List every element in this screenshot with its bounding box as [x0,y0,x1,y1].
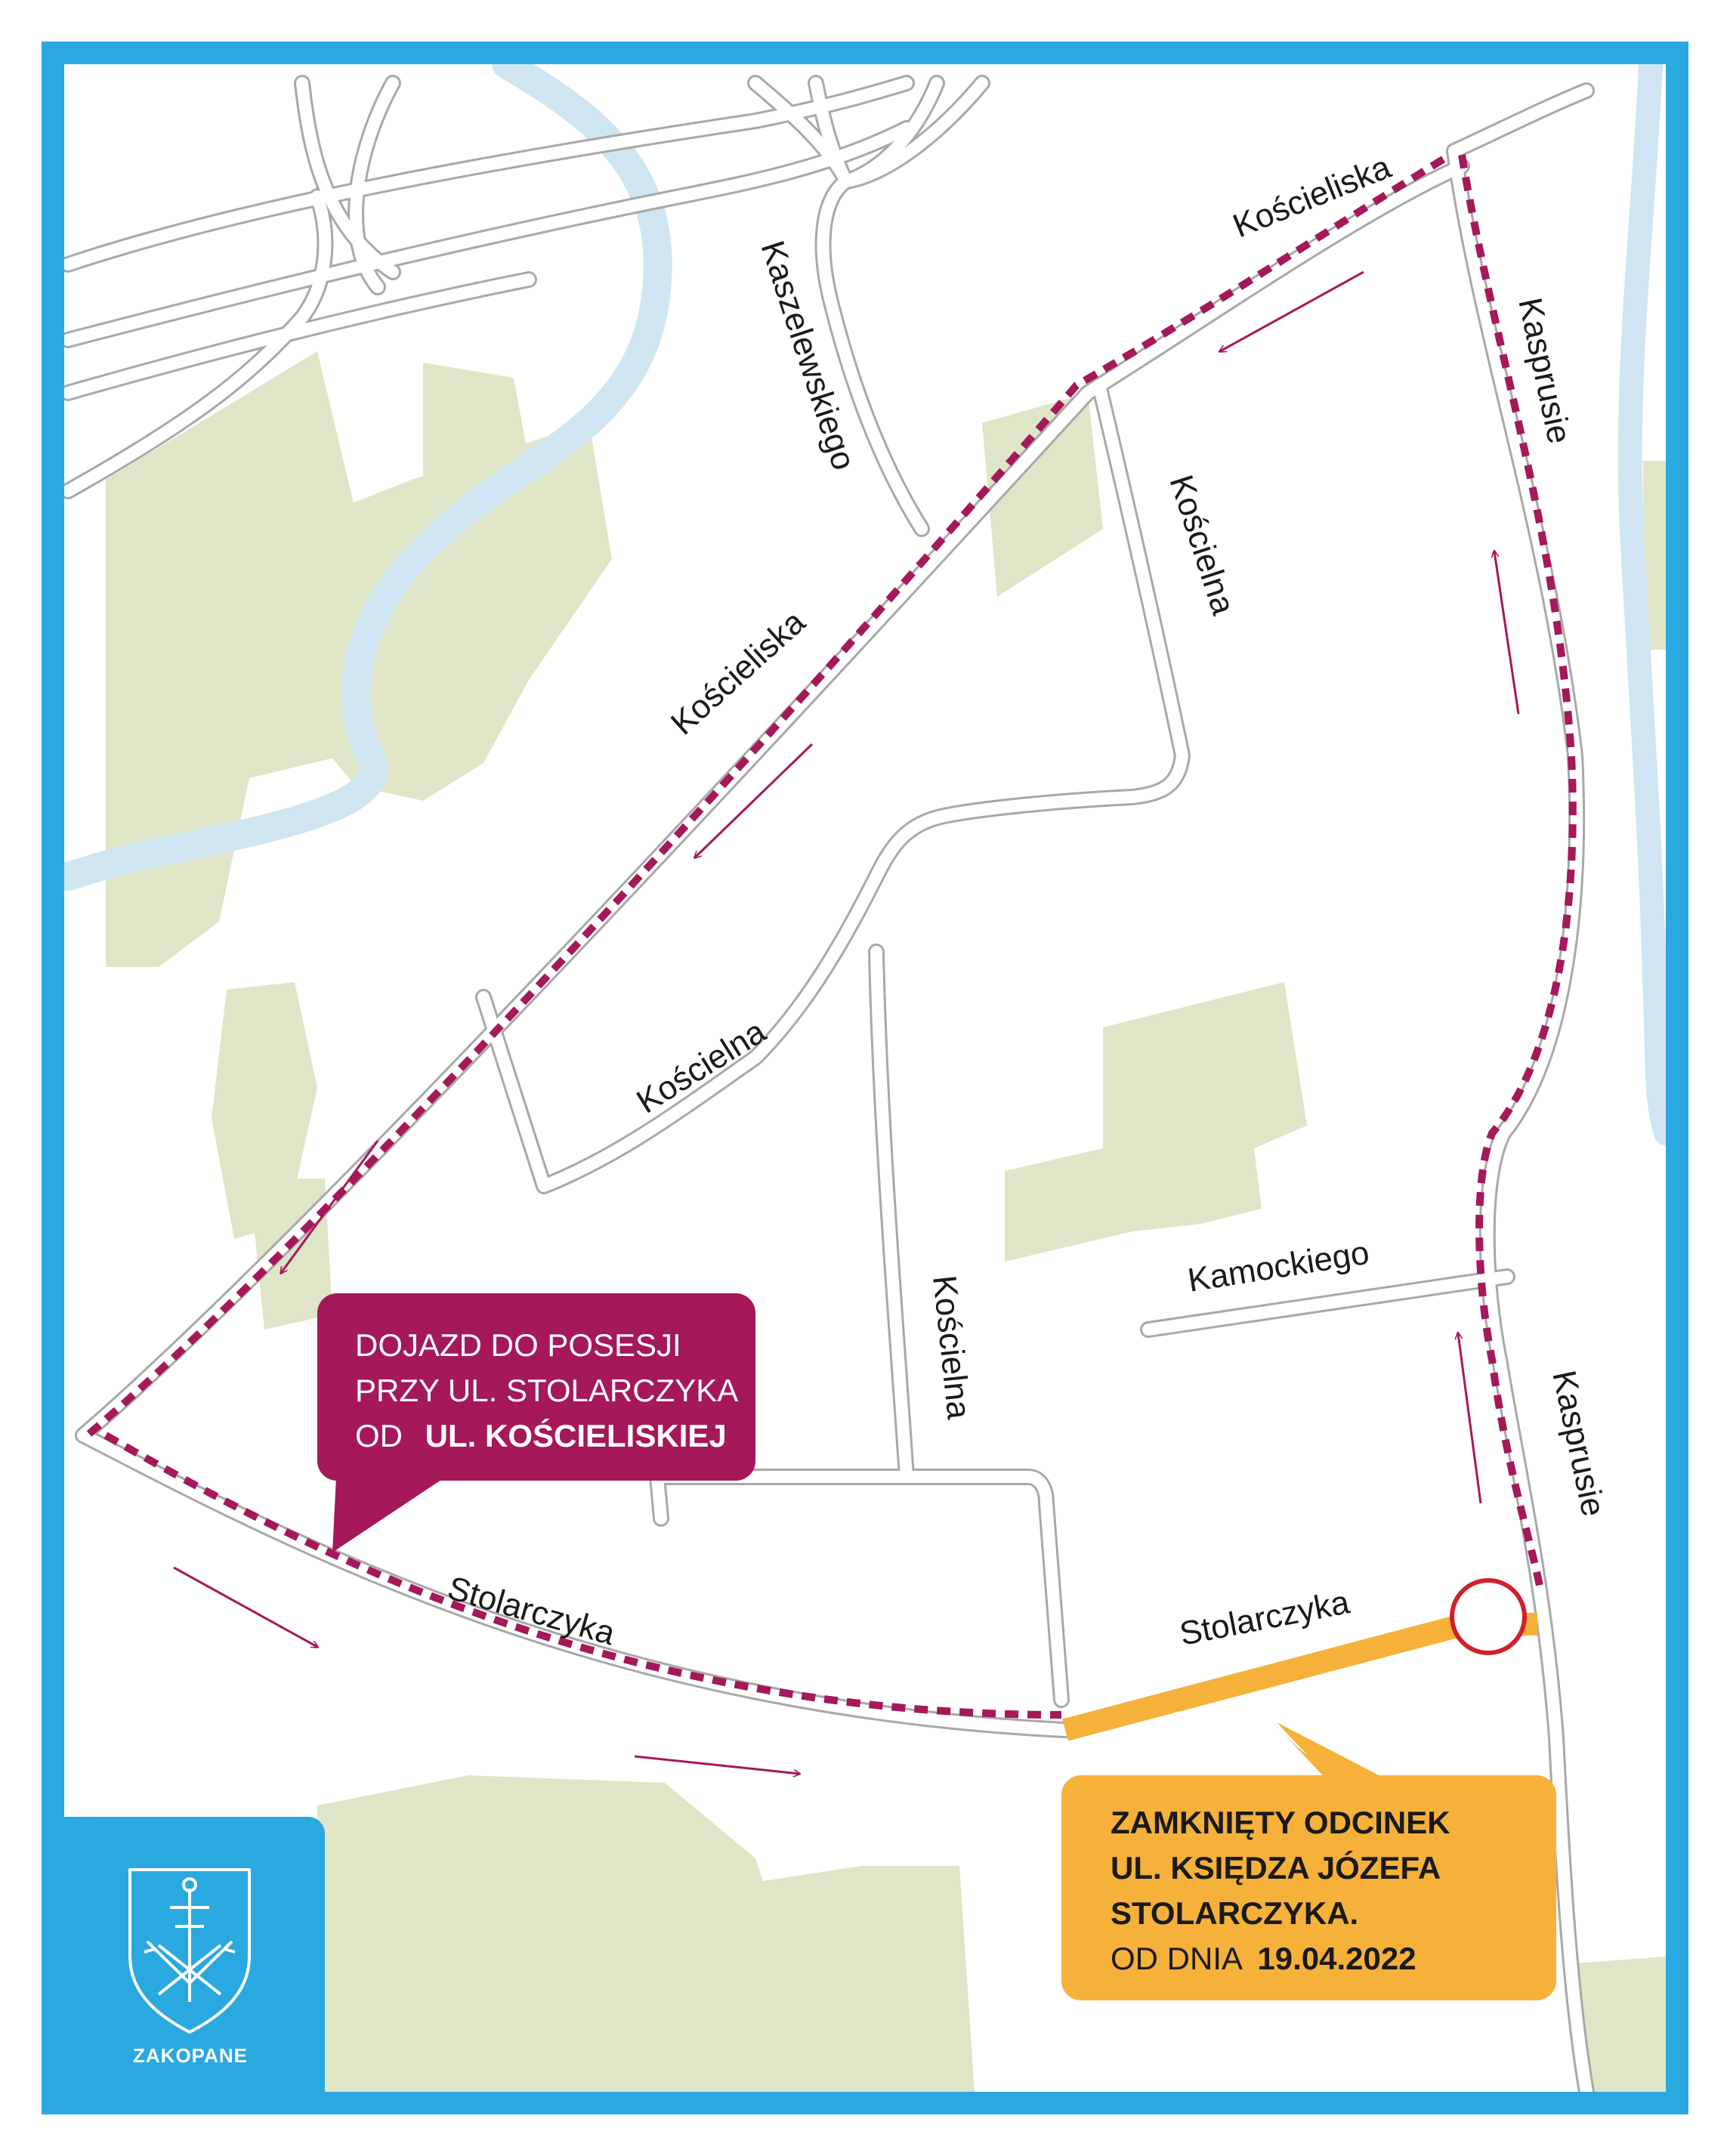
rivers [64,64,1666,1145]
direction-arrow [281,1140,379,1273]
park-area [317,1775,975,2092]
park-area [982,393,1103,597]
direction-arrow [1458,1333,1482,1504]
svg-text:PRZY UL. STOLARCZYKA: PRZY UL. STOLARCZYKA [355,1373,738,1408]
detour-route [86,151,1577,1719]
street-label-stolarczyka: Stolarczyka [1177,1583,1353,1653]
detour-koscieliska [86,151,1453,1437]
detour-callout-line: PRZY UL. STOLARCZYKA [355,1373,738,1408]
map-frame [42,42,1688,2114]
svg-text:DOJAZD DO POSESJI: DOJAZD DO POSESJI [355,1327,681,1363]
detour-callout-prefix: OD [355,1418,403,1453]
closure-callout-line: ZAMKNIĘTY ODCINEK [1111,1805,1450,1840]
zakopane-coat-of-arms-icon [128,1868,251,2034]
direction-arrow [1220,270,1364,351]
closed-point-marker [1450,1578,1527,1655]
closure-callout: ZAMKNIĘTY ODCINEK UL. KSIĘDZA JÓZEFA STO… [1061,1719,1556,2000]
street-label-koscieliska: Kościeliska [1228,148,1396,245]
closure-callout-date-prefix: OD DNIA [1111,1941,1243,1976]
park-area [106,351,378,967]
direction-arrow [173,1566,317,1647]
closure-callout-date: 19.04.2022 [1257,1941,1416,1976]
detour-callout-line: DOJAZD DO POSESJI [355,1327,681,1363]
direction-arrow [695,743,814,857]
detour-stolarczyka [103,1432,1062,1719]
river [64,64,672,891]
park-area [1005,982,1307,1262]
park-areas [106,351,1666,2092]
street-label-koscielna: Kościelna [1162,471,1242,619]
detour-kasprusie [1458,154,1577,1595]
logo-text: ZAKOPANE [133,2044,248,2067]
svg-text:UL. KSIĘDZA JÓZEFA: UL. KSIĘDZA JÓZEFA [1111,1849,1441,1886]
closure-callout-line: STOLARCZYKA. [1111,1895,1358,1931]
river [1617,64,1666,1145]
svg-text:STOLARCZYKA.: STOLARCZYKA. [1111,1895,1358,1931]
street-label-kamockiego: Kamockiego [1185,1234,1372,1299]
svg-text:OD DNIA 19.04.2022: OD DNIA 19.04.2022 [1111,1941,1416,1976]
park-area [212,982,317,1239]
closure-callout-line: UL. KSIĘDZA JÓZEFA [1111,1849,1441,1886]
park-area [249,423,612,801]
park-area [1643,461,1666,650]
detour-callout: DOJAZD DO POSESJI PRZY UL. STOLARCZYKA O… [317,1293,755,1552]
logo-box: ZAKOPANE [64,1817,325,2092]
svg-text:ZAMKNIĘTY ODCINEK: ZAMKNIĘTY ODCINEK [1111,1805,1450,1840]
svg-text:OD UL. KOŚCIELISKIEJ: OD UL. KOŚCIELISKIEJ [355,1417,727,1453]
direction-arrow [1494,551,1520,715]
direction-arrow [634,1755,799,1774]
direction-arrows [173,270,1520,1774]
street-label-kasprusie: Kasprusie [1545,1367,1612,1520]
detour-callout-street: UL. KOŚCIELISKIEJ [425,1417,727,1453]
street-label-koscielna: Kościelna [925,1274,978,1421]
